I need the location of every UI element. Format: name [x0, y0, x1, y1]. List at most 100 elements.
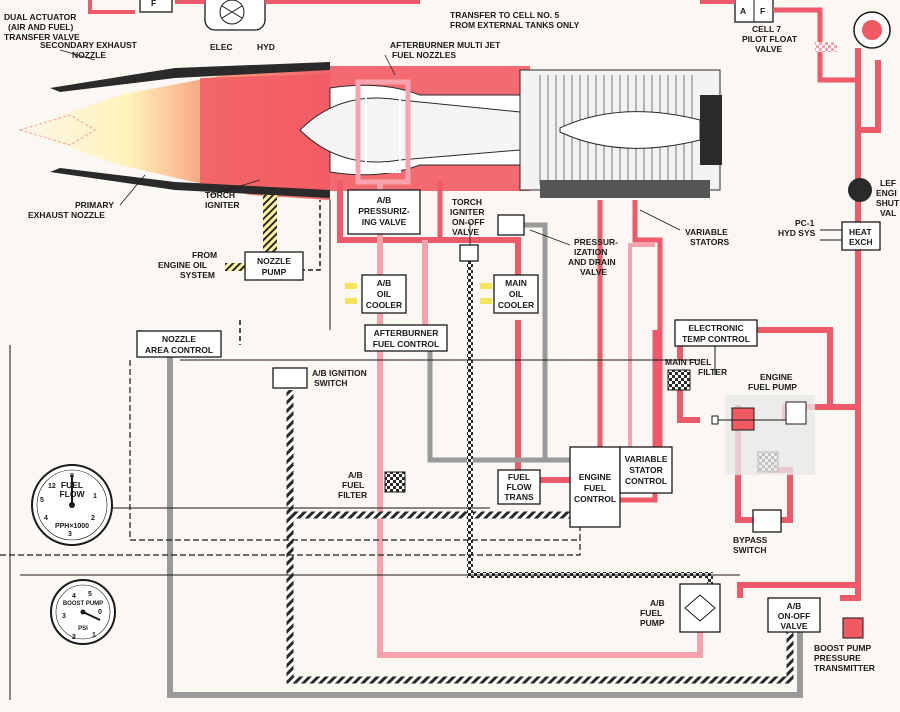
svg-text:BOOST PUMP: BOOST PUMP [814, 643, 871, 653]
svg-text:TRANSMITTER: TRANSMITTER [814, 663, 875, 673]
svg-text:SWITCH: SWITCH [733, 545, 767, 555]
svg-text:PRESSUR-: PRESSUR- [574, 237, 618, 247]
return-line [167, 355, 803, 698]
variable-stator-control: VARIABLE STATOR CONTROL [619, 446, 673, 494]
svg-text:3: 3 [68, 531, 72, 538]
svg-text:COOLER: COOLER [498, 300, 534, 310]
svg-text:TORCH: TORCH [205, 190, 235, 200]
svg-text:FUEL: FUEL [508, 472, 530, 482]
svg-text:PUMP: PUMP [262, 267, 287, 277]
svg-text:ELEC: ELEC [210, 42, 233, 52]
svg-text:5: 5 [40, 497, 44, 504]
svg-text:ON-OFF: ON-OFF [778, 611, 811, 621]
svg-text:STATOR: STATOR [629, 465, 663, 475]
svg-text:CONTROL: CONTROL [625, 476, 667, 486]
svg-text:NOZZLE: NOZZLE [72, 50, 106, 60]
svg-text:STATORS: STATORS [690, 237, 730, 247]
svg-text:PC-1: PC-1 [795, 218, 815, 228]
svg-text:1: 1 [92, 632, 96, 639]
svg-text:PRESSURIZ-: PRESSURIZ- [358, 206, 410, 216]
svg-text:CELL 7: CELL 7 [752, 24, 781, 34]
svg-text:TEMP CONTROL: TEMP CONTROL [682, 334, 750, 344]
afterburner-fuel-control: AFTERBURNER FUEL CONTROL [364, 324, 448, 352]
svg-text:A/B: A/B [377, 278, 392, 288]
svg-text:VALVE: VALVE [780, 621, 807, 631]
svg-text:ON-OFF: ON-OFF [452, 217, 485, 227]
svg-text:TRANSFER VALVE: TRANSFER VALVE [4, 32, 80, 42]
svg-text:SYSTEM: SYSTEM [180, 270, 215, 280]
svg-text:12: 12 [48, 483, 56, 490]
svg-text:FILTER: FILTER [698, 367, 727, 377]
svg-text:FUEL CONTROL: FUEL CONTROL [373, 339, 439, 349]
svg-text:A: A [740, 6, 746, 16]
svg-text:F: F [151, 0, 156, 8]
svg-text:FUEL NOZZLES: FUEL NOZZLES [392, 50, 456, 60]
svg-text:COOLER: COOLER [366, 300, 402, 310]
svg-text:TRANSFER TO CELL NO. 5: TRANSFER TO CELL NO. 5 [450, 10, 560, 20]
svg-text:FROM: FROM [192, 250, 217, 260]
svg-text:HYD SYS: HYD SYS [778, 228, 816, 238]
svg-text:SWITCH: SWITCH [314, 378, 348, 388]
top-valves [88, 0, 891, 83]
svg-text:PRESSURE: PRESSURE [814, 653, 861, 663]
svg-text:CONTROL: CONTROL [574, 494, 616, 504]
svg-text:(AIR AND FUEL): (AIR AND FUEL) [8, 22, 73, 32]
engine-fuel-control: ENGINE FUEL CONTROL [569, 446, 621, 528]
svg-text:ENGI: ENGI [876, 188, 897, 198]
svg-text:HEAT: HEAT [849, 227, 872, 237]
svg-text:FLOW: FLOW [506, 482, 532, 492]
svg-text:VALVE: VALVE [580, 267, 607, 277]
svg-text:FUEL: FUEL [584, 483, 606, 493]
svg-text:ELECTRONIC: ELECTRONIC [688, 323, 743, 333]
svg-text:ENGINE OIL: ENGINE OIL [158, 260, 207, 270]
svg-text:BOOST PUMP: BOOST PUMP [63, 601, 103, 607]
svg-text:1: 1 [93, 493, 97, 500]
svg-text:VARIABLE: VARIABLE [625, 454, 668, 464]
svg-text:IGNITER: IGNITER [450, 207, 484, 217]
boost-pump-needle [82, 611, 101, 621]
svg-text:FROM EXTERNAL TANKS ONLY: FROM EXTERNAL TANKS ONLY [450, 20, 580, 30]
svg-text:F: F [760, 6, 765, 16]
svg-text:TRANS: TRANS [504, 492, 534, 502]
svg-text:BYPASS: BYPASS [733, 535, 768, 545]
svg-text:FUEL: FUEL [640, 608, 662, 618]
svg-text:4: 4 [72, 593, 76, 600]
svg-text:DUAL ACTUATOR: DUAL ACTUATOR [4, 12, 76, 22]
svg-text:OIL: OIL [377, 289, 391, 299]
svg-text:AFTERBURNER: AFTERBURNER [374, 328, 439, 338]
afterburner-fuel-line [377, 180, 703, 658]
svg-text:2: 2 [91, 515, 95, 522]
svg-text:AND DRAIN: AND DRAIN [568, 257, 616, 267]
ab-on-off-valve: A/B ON-OFF VALVE [767, 597, 821, 633]
svg-text:5: 5 [88, 591, 92, 598]
ab-oil-cooler: A/B OIL COOLER [361, 274, 407, 314]
svg-text:FUEL PUMP: FUEL PUMP [748, 382, 797, 392]
svg-text:PRIMARY: PRIMARY [75, 200, 114, 210]
svg-text:0: 0 [98, 609, 102, 616]
svg-text:ENGINE: ENGINE [760, 372, 793, 382]
svg-text:SHUT: SHUT [876, 198, 900, 208]
main-oil-cooler: MAIN OIL COOLER [493, 274, 539, 314]
svg-text:PPH×1000: PPH×1000 [55, 523, 89, 530]
svg-text:AREA CONTROL: AREA CONTROL [145, 345, 213, 355]
svg-text:AFTERBURNER MULTI JET: AFTERBURNER MULTI JET [390, 40, 501, 50]
svg-text:VARIABLE: VARIABLE [685, 227, 728, 237]
electronic-temp-control: ELECTRONIC TEMP CONTROL [674, 319, 758, 347]
svg-text:2: 2 [72, 634, 76, 641]
svg-text:A/B IGNITION: A/B IGNITION [312, 368, 367, 378]
svg-text:NOZZLE: NOZZLE [162, 334, 196, 344]
svg-text:PSI: PSI [78, 626, 88, 632]
svg-text:HYD: HYD [257, 42, 275, 52]
svg-text:VAL: VAL [880, 208, 896, 218]
svg-text:TORCH: TORCH [452, 197, 482, 207]
svg-text:IZATION: IZATION [574, 247, 607, 257]
svg-text:MAIN FUEL: MAIN FUEL [665, 357, 711, 367]
svg-text:LEF: LEF [880, 178, 896, 188]
fuel-flow-gauge: FUEL FLOW PPH×1000 12 0 1 2 3 4 5 [31, 464, 113, 546]
nozzle-area-control: NOZZLE AREA CONTROL [136, 330, 222, 358]
